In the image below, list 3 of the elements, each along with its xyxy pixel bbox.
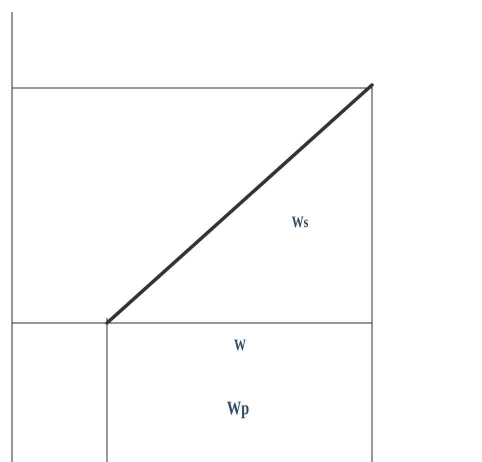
label: Wp	[227, 402, 249, 418]
label: W	[234, 340, 246, 350]
label: Ws	[292, 216, 308, 228]
